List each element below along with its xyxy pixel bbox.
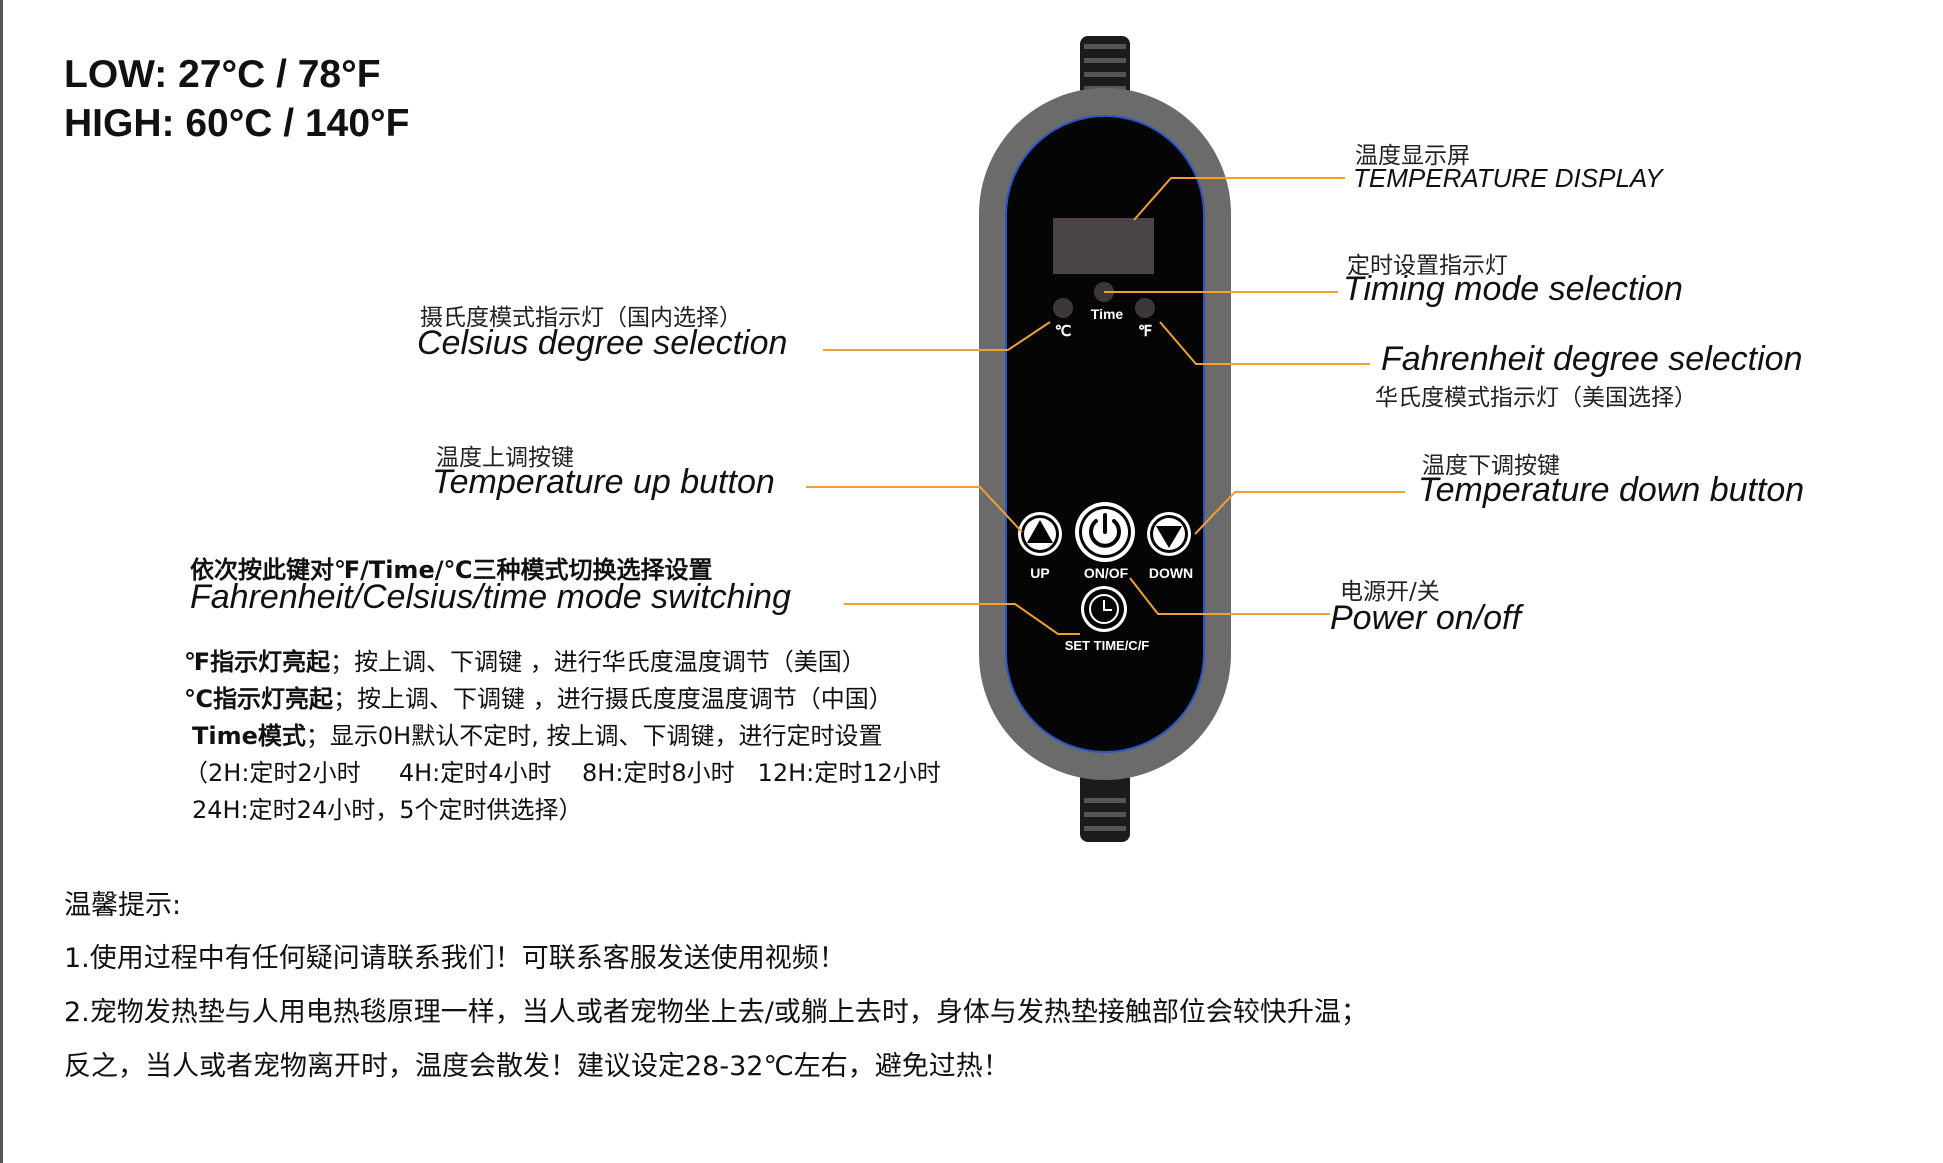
power-cn-label: 电源开/关 [1340,579,1440,605]
leader-temperature-display [1133,177,1345,221]
celsius-indicator-label: ℃ [1055,323,1072,340]
temp-down-en-label: Temperature down button [1418,471,1805,509]
up-button-label: UP [1030,565,1049,581]
power-button[interactable] [1075,502,1135,562]
celsius-cn-label: 摄氏度模式指示灯（国内选择） [420,305,742,331]
set-button-label: SET TIME/C/F [1065,638,1150,653]
leader-fahrenheit [1159,321,1370,365]
temp-down-cn-label: 温度下调按键 [1422,453,1560,479]
down-button-label: DOWN [1149,565,1193,581]
bottom-cable [1080,760,1130,842]
note-fahrenheit: ℉指示灯亮起；按上调、下调键 ，进行华氏度温度调节（美国） [184,648,866,676]
leader-temp-down [1194,491,1405,535]
fahrenheit-indicator-lamp [1135,298,1155,318]
down-button[interactable] [1147,512,1191,556]
temp-up-cn-label: 温度上调按键 [436,445,574,471]
leader-temp-up [806,486,1023,533]
page-edge [0,0,3,1163]
mode-switch-cn-label: 依次按此键对℉/Time/℃三种模式切换选择设置 [190,556,713,584]
temp-up-en-label: Temperature up button [432,463,775,501]
power-button-label: ON/OF [1084,565,1129,581]
note-time-mode: Time模式；显示0H默认不定时, 按上调、下调键，进行定时设置 [192,722,883,750]
temperature-display-cn-label: 温度显示屏 [1355,143,1470,169]
leader-celsius [823,321,1051,351]
mode-switch-en-label: Fahrenheit/Celsius/time mode switching [190,578,791,616]
tips-line-3: 反之，当人或者宠物离开时，温度会散发！建议设定28-32℃左右，避免过热！ [64,1051,1010,1082]
power-icon [1089,513,1121,548]
note-timer-options: （2H:定时2小时 4H:定时4小时 8H:定时8小时 12H:定时12小时 [184,759,941,787]
fahrenheit-indicator-label: ℉ [1138,323,1152,340]
timing-mode-cn-label: 定时设置指示灯 [1347,253,1508,279]
timing-mode-en-label: Timing mode selection [1343,270,1683,308]
celsius-indicator-lamp [1053,298,1073,318]
celsius-en-label: Celsius degree selection [417,324,788,362]
tips-line-2: 2.宠物发热垫与人用电热毯原理一样，当人或者宠物坐上去/或躺上去时，身体与发热垫… [64,997,1368,1028]
leader-power [1129,577,1330,615]
up-arrow-icon [1027,520,1053,543]
power-en-label: Power on/off [1330,599,1521,637]
controller-face [1005,115,1205,753]
high-range: HIGH: 60°C / 140°F [64,102,410,145]
tips-line-1: 1.使用过程中有任何疑问请联系我们！可联系客服发送使用视频！ [64,943,846,974]
set-time-button[interactable] [1081,586,1127,632]
leader-lines [806,177,1405,635]
down-arrow-icon [1156,526,1182,548]
leader-mode-switch [844,603,1080,635]
note-celsius: ℃指示灯亮起；按上调、下调键 ，进行摄氏度度温度调节（中国） [184,685,893,713]
temperature-display [1053,218,1154,274]
fahrenheit-cn-label: 华氏度模式指示灯（美国选择） [1375,385,1697,411]
clock-icon [1089,594,1119,624]
note-timer-count: 24H:定时24小时，5个定时供选择） [192,796,583,824]
low-range: LOW: 27°C / 78°F [64,53,381,96]
temperature-display-en-label: TEMPERATURE DISPLAY [1353,163,1663,193]
tips-title: 温馨提示: [64,890,182,921]
fahrenheit-en-label: Fahrenheit degree selection [1381,340,1803,378]
time-indicator-label: Time [1091,306,1124,322]
up-button[interactable] [1018,512,1062,556]
